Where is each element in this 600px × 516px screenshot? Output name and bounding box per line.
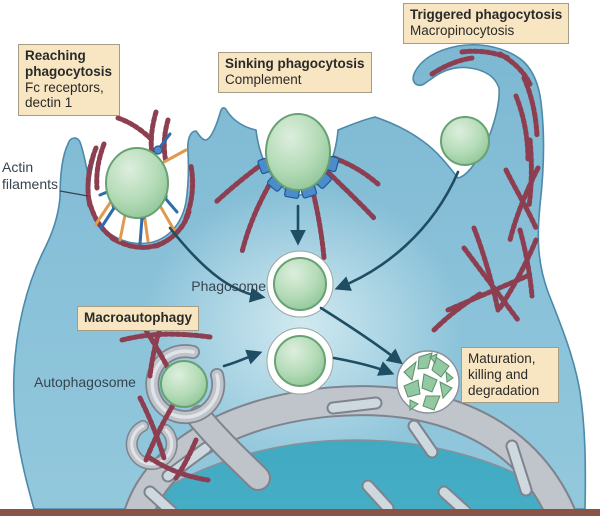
arrow-phagosome-to-degradation <box>319 306 403 365</box>
sinking-title: Sinking phagocytosis <box>225 56 365 71</box>
triggered-subtitle: Macropinocytosis <box>410 22 515 38</box>
phagosome-label: Phagosome <box>191 278 266 294</box>
arrow-reaching-to-phagosome <box>168 226 266 303</box>
particle-triggered <box>440 116 490 166</box>
actin-filaments-label: Actin filaments <box>2 159 59 192</box>
particle-autophagosome <box>160 360 208 408</box>
bottom-border-bar <box>0 509 600 516</box>
reaching-subtitle: Fc receptors, dectin 1 <box>25 79 104 111</box>
reaching-title: Reaching phagocytosis <box>25 48 113 79</box>
actin-filaments-reaching <box>85 109 196 250</box>
particle-sinking <box>265 113 331 191</box>
actin-label-line <box>59 190 89 197</box>
label-box-macroautophagy: Macroautophagy <box>77 306 200 331</box>
maturation-text: Maturation, killing and degradation <box>468 351 540 398</box>
label-box-maturation: Maturation, killing and degradation <box>461 347 559 404</box>
arrow-triggered-to-phagosome <box>334 170 460 291</box>
er-slots <box>143 396 533 516</box>
flow-arrows <box>168 170 460 376</box>
autophagosome-membrane <box>125 344 271 491</box>
phagosome-vesicle-1 <box>266 250 334 318</box>
particle-reaching <box>105 147 169 219</box>
label-box-triggered: Triggered phagocytosis Macropinocytosis <box>403 3 570 44</box>
label-box-reaching: Reaching phagocytosis Fc receptors, dect… <box>18 44 120 117</box>
arrow-autophagosome-to-phagosome2 <box>222 349 263 368</box>
sinking-subtitle: Complement <box>225 71 302 87</box>
degradation-vesicle <box>396 350 460 414</box>
macroautophagy-title: Macroautophagy <box>84 310 193 325</box>
autophagosome-label: Autophagosome <box>34 374 136 390</box>
phagosome-vesicle-2 <box>266 327 334 395</box>
actin-filaments-ruffle <box>429 48 541 333</box>
label-box-sinking: Sinking phagocytosis Complement <box>218 52 372 93</box>
arrow-phagosome2-to-degradation <box>332 356 395 376</box>
triggered-title: Triggered phagocytosis <box>410 7 563 22</box>
er-membrane <box>123 385 577 516</box>
degraded-fragments <box>403 352 454 411</box>
